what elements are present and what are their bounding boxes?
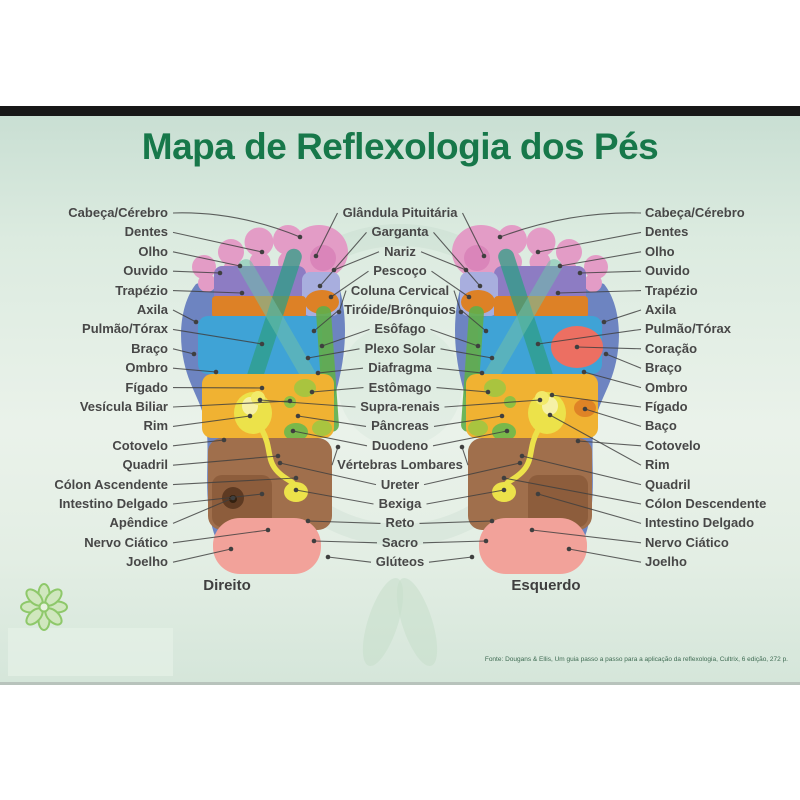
- reflex-label-left-9: Fígado: [125, 379, 168, 395]
- reflex-label-left-16: Apêndice: [109, 515, 168, 531]
- reflex-label-left-18: Joelho: [126, 554, 168, 570]
- reflex-label-center-2: Nariz: [384, 243, 416, 259]
- reflex-label-right-18: Joelho: [645, 554, 687, 570]
- reflex-label-center-15: Bexiga: [378, 496, 422, 511]
- reflex-label-center-18: Glúteos: [375, 554, 425, 570]
- reflex-label-left-7: Braço: [131, 340, 168, 356]
- reflex-label-center-6: Esôfago: [374, 321, 426, 337]
- poster-title: Mapa de Reflexologia dos Pés: [141, 126, 659, 167]
- reflex-label-left-10: Vesícula Biliar: [79, 399, 168, 414]
- reflex-label-left-3: Ouvido: [123, 263, 168, 279]
- reflex-label-left-12: Cotovelo: [112, 437, 168, 453]
- reflex-label-right-10: Fígado: [645, 399, 688, 414]
- reflex-label-center-12: Duodeno: [371, 437, 429, 453]
- reflex-label-right-15: Cólon Descendente: [645, 496, 767, 511]
- reflex-label-left-14: Cólon Ascendente: [54, 476, 168, 492]
- reflex-label-center-17: Sacro: [381, 534, 419, 550]
- reflex-label-center-0: Glândula Pituitária: [342, 205, 458, 220]
- reflex-label-center-11: Pâncreas: [371, 418, 429, 434]
- reflex-label-center-14: Ureter: [380, 476, 420, 492]
- reflex-label-right-14: Quadril: [645, 476, 691, 492]
- reflex-label-left-13: Quadril: [122, 457, 168, 473]
- reflex-label-left-15: Intestino Delgado: [58, 496, 168, 511]
- reflex-label-right-9: Ombro: [645, 379, 688, 395]
- reflex-label-right-16: Intestino Delgado: [645, 515, 755, 531]
- right-foot-caption: Direito: [203, 577, 251, 594]
- reflex-label-left-8: Ombro: [125, 360, 168, 376]
- reflex-label-right-7: Coração: [645, 340, 698, 356]
- reflex-label-right-5: Axila: [645, 302, 677, 317]
- reflex-label-center-10: Supra-renais: [360, 399, 440, 414]
- reflex-label-right-13: Rim: [645, 457, 670, 473]
- reflex-label-center-8: Diafragma: [368, 360, 432, 376]
- reflex-label-left-1: Dentes: [124, 224, 168, 240]
- reflex-label-center-9: Estômago: [368, 379, 432, 395]
- reflex-label-right-3: Ouvido: [645, 263, 690, 279]
- poster-bottom-edge: [0, 682, 800, 685]
- reflex-label-right-8: Braço: [645, 360, 682, 376]
- reflex-label-center-16: Reto: [385, 515, 415, 531]
- reflex-label-center-7: Plexo Solar: [364, 340, 436, 356]
- reflex-label-right-2: Olho: [645, 243, 675, 259]
- reflex-label-right-11: Baço: [645, 418, 677, 434]
- reflex-label-right-6: Pulmão/Tórax: [645, 321, 731, 337]
- reflex-label-center-4: Coluna Cervical: [350, 282, 450, 298]
- reflex-label-center-1: Garganta: [371, 224, 429, 240]
- left-foot-caption: Esquerdo: [511, 577, 581, 594]
- reflex-label-left-6: Pulmão/Tórax: [82, 321, 168, 337]
- reflex-label-left-5: Axila: [136, 302, 168, 317]
- source-citation: Fonte: Dougans & Ellis, Um guia passo a …: [484, 656, 788, 663]
- top-divider-bar: [0, 106, 800, 116]
- reflex-label-right-1: Dentes: [645, 224, 689, 240]
- reflex-label-right-17: Nervo Ciático: [645, 534, 729, 550]
- reflex-label-left-2: Olho: [138, 243, 168, 259]
- reflex-label-right-4: Trapézio: [645, 282, 698, 298]
- reflex-label-left-4: Trapézio: [115, 282, 168, 298]
- reflex-label-left-17: Nervo Ciático: [84, 534, 168, 550]
- reflex-label-right-12: Cotovelo: [645, 437, 701, 453]
- reflex-label-left-11: Rim: [143, 418, 168, 434]
- reflex-label-left-0: Cabeça/Cérebro: [68, 205, 168, 220]
- reflex-label-center-3: Pescoço: [373, 263, 427, 279]
- reflex-label-center-5: Tiróide/Brônquios: [344, 302, 456, 317]
- reflex-label-center-13: Vértebras Lombares: [337, 457, 463, 473]
- reflex-label-right-0: Cabeça/Cérebro: [645, 205, 745, 220]
